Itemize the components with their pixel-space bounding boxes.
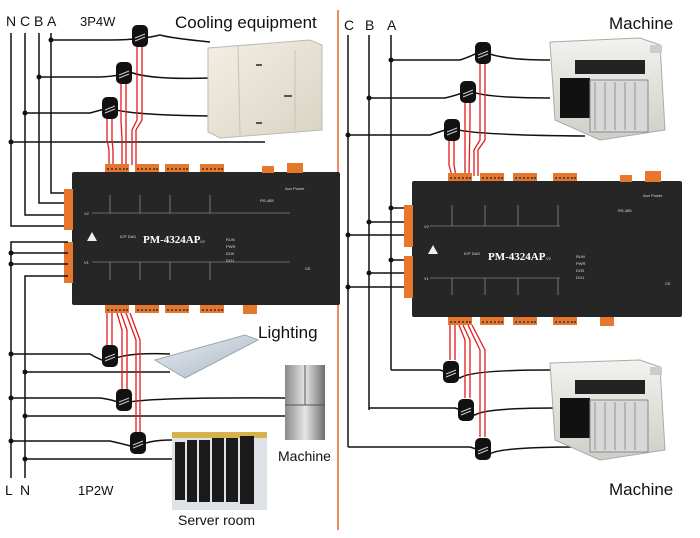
terminal-blocks-bottom — [105, 305, 257, 314]
led-do0: DO0 — [226, 251, 235, 256]
led-run: RUN — [226, 237, 235, 242]
phase-label-c: C — [20, 13, 30, 29]
ct-leads-bottom — [106, 312, 141, 432]
voltage-terminals-left — [64, 189, 73, 283]
load-label-machine-bottom: Machine — [609, 480, 673, 499]
device-model-right: PM-4324AP — [488, 251, 546, 263]
load-label-machine: Machine — [278, 448, 331, 464]
ct-sensor-right-b — [459, 80, 477, 104]
led-pwr: PWR — [226, 244, 235, 249]
device-model: PM-4324AP — [143, 234, 201, 246]
v2-label-right: V2 — [424, 224, 430, 229]
phase-bus-3p4w — [10, 33, 265, 227]
v1-label-right: V1 — [424, 276, 430, 281]
ct-sensor-1 — [101, 344, 119, 368]
ct-sensor-right-2 — [457, 398, 475, 422]
left-panel: N C B A 3P4W Cooling equipment — [5, 13, 340, 528]
brand-logo-right: ICP DAS — [464, 251, 480, 256]
ct-sensor-right-1 — [442, 360, 460, 384]
v2-label: V2 — [84, 211, 90, 216]
aux-power-label: Aux Power — [285, 186, 305, 191]
phase-label-n-1p2w: N — [20, 482, 30, 498]
ct-sensor-a — [131, 24, 149, 48]
lighting-image — [153, 334, 260, 379]
phase-label-c-right: C — [344, 17, 354, 33]
power-meter-device-right: V2 V1 ICP DAS PM-4324AP V2 RUN PWR DO0 D… — [404, 171, 682, 326]
ct-sensor-right-c — [443, 118, 461, 142]
rs485-label: RS-485 — [260, 198, 274, 203]
phase-label-a: A — [47, 13, 57, 29]
machine-image-bottom — [549, 359, 666, 461]
led-do1: DO1 — [226, 258, 235, 263]
led-do0-right: DO0 — [576, 268, 585, 273]
load-label-server-room: Server room — [178, 512, 255, 528]
phase-label-b: B — [34, 13, 43, 29]
machine-image-top — [549, 37, 666, 141]
ct-sensor-2 — [115, 388, 133, 412]
warning-icon — [87, 232, 97, 241]
right-panel: C B A Machine — [344, 14, 682, 499]
system-label-1p2w: 1P2W — [78, 483, 114, 498]
device-version: V2 — [200, 239, 206, 244]
device-version-right: V2 — [546, 256, 552, 261]
ct-sensor-c — [101, 96, 119, 120]
v1-label: V1 — [84, 260, 90, 265]
load-label-machine-top: Machine — [609, 14, 673, 33]
power-meter-device-left: V2 V1 ICP DAS PM-4324AP V2 RUN PWR DO0 D… — [64, 163, 340, 314]
system-label-3p4w: 3P4W — [80, 14, 116, 29]
led-run-right: RUN — [576, 254, 585, 259]
phase-label-l: L — [5, 482, 13, 498]
brand-logo: ICP DAS — [120, 234, 136, 239]
cooling-equipment-image — [207, 39, 323, 139]
ct-leads-right — [448, 64, 486, 437]
ct-sensor-b — [115, 61, 133, 85]
ct-sensor-3 — [129, 431, 147, 455]
ct-leads-top — [106, 47, 143, 165]
phase-label-n: N — [6, 13, 16, 29]
led-do1-right: DO1 — [576, 275, 585, 280]
server-room-image — [172, 432, 267, 510]
load-label-cooling: Cooling equipment — [175, 13, 317, 32]
fridge-image — [285, 365, 325, 440]
ce-mark-icon-right: CE — [665, 281, 671, 286]
ce-mark-icon: CE — [305, 266, 311, 271]
phase-label-a-right: A — [387, 17, 397, 33]
rs485-label-right: RS-485 — [618, 208, 632, 213]
ct-sensor-right-a — [474, 41, 492, 65]
warning-icon-right — [428, 245, 438, 254]
aux-power-label-right: Aux Power — [643, 193, 663, 198]
load-label-lighting: Lighting — [258, 323, 318, 342]
led-pwr-right: PWR — [576, 261, 585, 266]
ct-sensor-right-3 — [474, 437, 492, 461]
phase-label-b-right: B — [365, 17, 374, 33]
terminal-blocks-top — [105, 163, 303, 173]
